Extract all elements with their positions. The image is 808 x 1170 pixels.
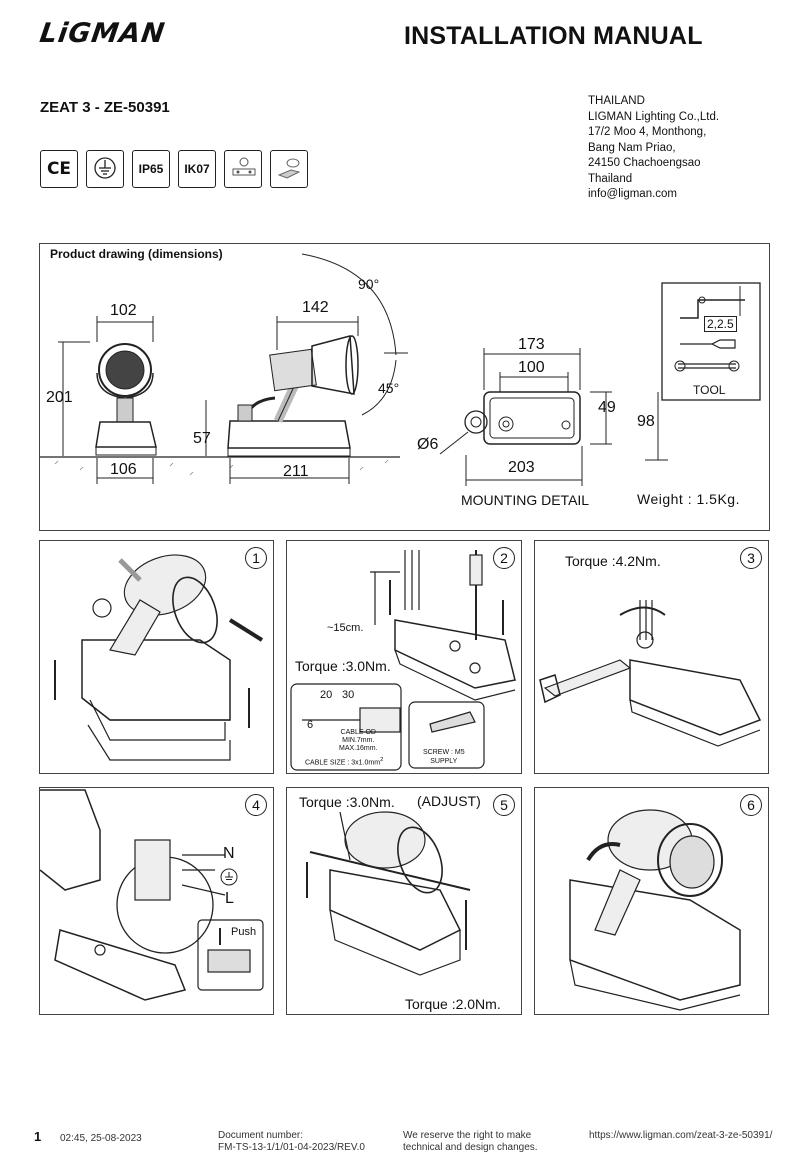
address-line: Thailand [588,172,633,185]
step-number: 4 [245,794,267,816]
screw-note: SCREW : M5 SUPPLY [423,749,465,765]
dim-side-base: 211 [283,463,309,480]
cable-length-label: ~15cm. [327,622,364,634]
weight-label: Weight : 1.5Kg. [637,491,740,507]
dim-mount-inner: 100 [518,359,545,376]
step-number: 5 [493,794,515,816]
mounting-icon [224,150,262,188]
document-number: Document number: FM-TS-13-1/1/01-04-2023… [218,1130,365,1153]
address-email: info@ligman.com [588,188,678,200]
address-line: 24150 Chachoengsao [588,157,701,169]
dim-front-base: 106 [110,461,137,478]
address-line: LIGMAN Lighting Co.,Ltd. [588,110,720,123]
page-title: INSTALLATION MANUAL [404,22,703,50]
model-name: ZEAT 3 - ZE-50391 [40,99,170,116]
terminal-n-label: N [223,845,235,862]
dim-front-width: 102 [110,302,137,319]
step-panel-2: 2 ~15cm. Torque :3.0Nm. 20 30 6 CABLE OD… [286,540,522,774]
strip-length-20: 20 [320,689,333,701]
torque-label: Torque :4.2Nm. [565,553,661,569]
installation-icon [270,150,308,188]
ce-mark-icon: CE [40,150,78,188]
step-panel-4: 4 N L Push [39,787,274,1015]
dim-side-top: 142 [302,299,329,316]
mounting-detail-label: MOUNTING DETAIL [461,492,590,508]
terminal-l-label: L [225,890,234,907]
step-number: 1 [245,547,267,569]
dim-side-post: 57 [193,430,211,447]
cable-size-note: CABLE SIZE : 3x1.0mm2 [305,757,384,767]
strip-length-30: 30 [342,689,355,701]
step-panel-3: 3 Torque :4.2Nm. [534,540,769,774]
dim-mount-outer: 173 [518,336,545,353]
ik07-icon: IK07 [178,150,216,188]
reserve-note: We reserve the right to make technical a… [403,1130,538,1153]
earth-icon [86,150,124,188]
company-address: THAILAND LIGMAN Lighting Co.,Ltd. 17/2 M… [588,94,719,203]
dim-mount-hole: Ø6 [417,436,439,453]
certification-icons: CE IP65 IK07 [40,150,308,188]
dim-mount-base: 203 [508,459,535,476]
earth-terminal-icon [220,868,238,886]
step-panel-5: 5 Torque :3.0Nm. (ADJUST) Torque :2.0Nm. [286,787,522,1015]
step-number: 6 [740,794,762,816]
address-line: THAILAND [588,95,645,107]
address-line: 17/2 Moo 4, Monthong, [588,126,707,138]
product-drawing-panel: Product drawing (dimensions) [39,243,770,531]
step-number: 2 [493,547,515,569]
dim-mount-h2: 98 [637,413,655,430]
dim-front-height: 201 [46,389,73,406]
cable-od-note: CABLE OD MIN.7mm. MAX.16mm. [339,729,378,752]
torque-top-label: Torque :3.0Nm. [299,794,395,810]
step-number: 3 [740,547,762,569]
torque-bottom-label: Torque :2.0Nm. [405,996,501,1012]
torque-label: Torque :3.0Nm. [295,658,391,674]
angle-up-label: 90° [358,276,380,292]
address-line: Bang Nam Priao, [588,141,676,154]
angle-down-label: 45° [378,380,400,396]
tool-size-label: 2,2.5 [704,316,737,332]
tool-label: TOOL [693,383,726,397]
dim-mount-h1: 49 [598,399,616,416]
strip-length-6: 6 [307,719,314,731]
step-panel-1: 1 [39,540,274,774]
adjust-label: (ADJUST) [417,793,481,809]
panel-title: Product drawing (dimensions) [50,247,223,261]
print-datetime: 02:45, 25-08-2023 [60,1133,142,1144]
step-panel-6: 6 [534,787,769,1015]
ip65-icon: IP65 [132,150,170,188]
push-label: Push [231,926,257,938]
product-url[interactable]: https://www.ligman.com/zeat-3-ze-50391/ [589,1130,773,1141]
page-number: 1 [34,1129,42,1144]
